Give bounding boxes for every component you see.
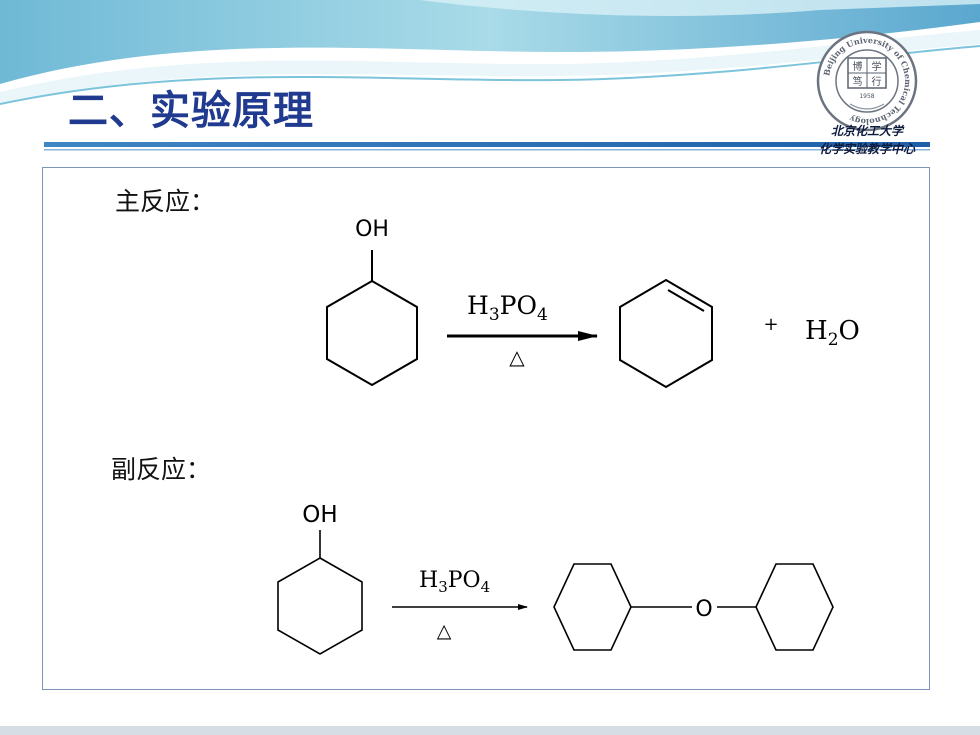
reaction-scheme: OH H3PO4 △ + H2O OH H3PO4 xyxy=(277,217,860,655)
wave-streak xyxy=(420,0,980,16)
reaction-panel: 主反应： 副反应： OH H3PO4 △ xyxy=(42,167,930,690)
seal-char: 行 xyxy=(872,75,882,88)
cyclohexanol-structure: OH xyxy=(326,217,418,387)
institution-name: 北京化工大学 xyxy=(830,124,903,138)
title-underline-thin xyxy=(44,149,930,151)
seal-year: 1958 xyxy=(859,93,874,100)
hydroxyl-label: OH xyxy=(355,217,389,242)
hydroxyl-label: OH xyxy=(302,502,337,528)
seal-char: 学 xyxy=(872,60,882,73)
wave-top xyxy=(0,0,980,84)
water-label: H2O xyxy=(805,316,860,350)
seal-char: 笃 xyxy=(853,75,863,88)
plus-sign: + xyxy=(763,314,778,335)
wave-white-band xyxy=(0,30,980,104)
heat-condition-label: △ xyxy=(437,620,452,642)
catalyst-label: H3PO4 xyxy=(419,568,490,596)
main-reaction-heading: 主反应： xyxy=(115,187,216,216)
catalyst-label: H3PO4 xyxy=(467,291,548,325)
cyclohexene-structure xyxy=(619,278,713,389)
ether-oxygen-label: O xyxy=(695,597,712,622)
dicyclohexyl-ether-structure: O xyxy=(553,563,834,651)
seal-char: 博 xyxy=(853,60,863,73)
heat-condition-label: △ xyxy=(509,345,525,369)
university-seal-icon: Beijing University of Chemical Technolog… xyxy=(816,30,918,132)
side-reaction-heading: 副反应： xyxy=(111,455,212,484)
center-name: 化学实验教学中心 xyxy=(818,142,915,156)
title-underline xyxy=(44,142,930,147)
cyclohexanol-structure: OH xyxy=(277,502,363,655)
footer-band xyxy=(0,726,980,735)
page-title: 二、实验原理 xyxy=(68,88,314,134)
